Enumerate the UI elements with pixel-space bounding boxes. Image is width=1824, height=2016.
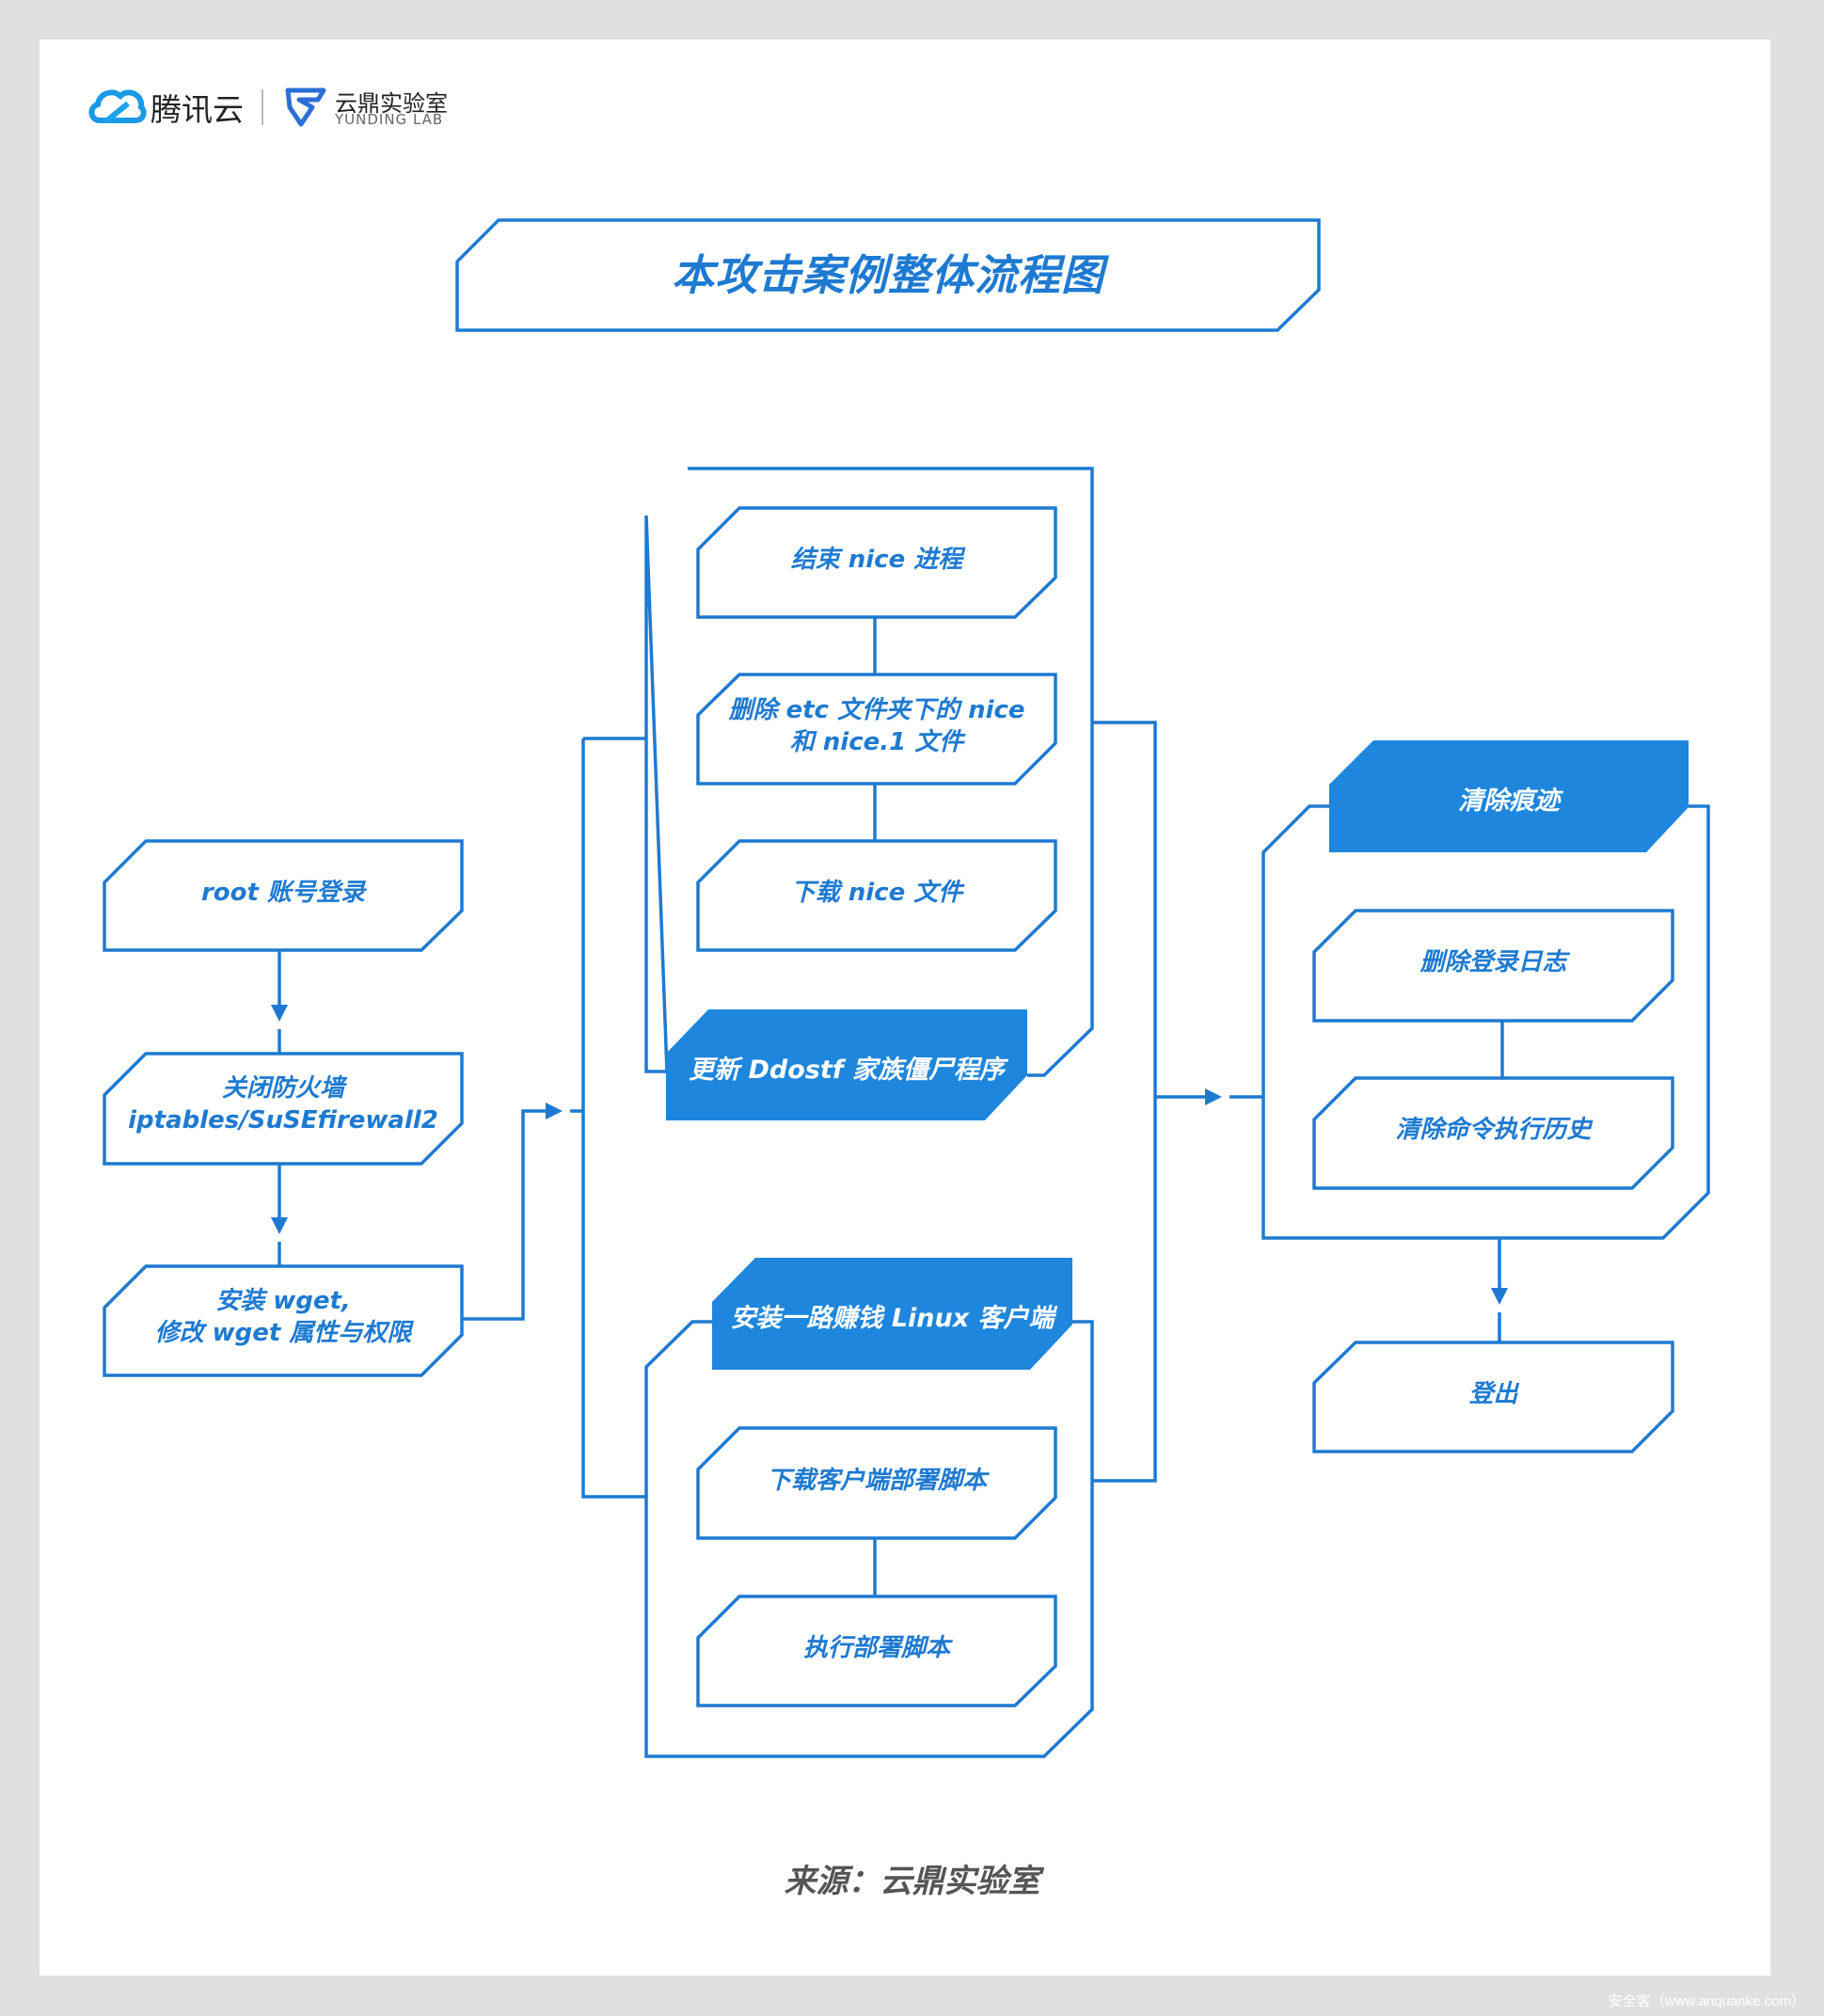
box-download-script bbox=[696, 1426, 1057, 1540]
source-caption: 来源：云鼎实验室 bbox=[784, 1863, 1040, 1900]
label-close-firewall-line2: iptables/SuSEfirewall2 bbox=[128, 1105, 438, 1135]
box-kill-nice bbox=[696, 506, 1057, 619]
box-clear-history bbox=[1312, 1076, 1674, 1190]
cloud-icon bbox=[88, 89, 147, 123]
install-group-frame bbox=[644, 1320, 1094, 1758]
diagram-card bbox=[40, 40, 1770, 1976]
arrowhead-1 bbox=[271, 1005, 288, 1022]
box-delete-logs bbox=[1312, 909, 1674, 1023]
label-install-wget: 安装 wget, 修改 wget 属性与权限 bbox=[104, 1286, 462, 1350]
tencent-cloud-name: 腾讯云 bbox=[151, 91, 244, 128]
label-delete-logs: 删除登录日志 bbox=[1420, 948, 1567, 976]
title-frame bbox=[455, 218, 1321, 332]
box-logout bbox=[1312, 1341, 1674, 1453]
label-install-wget-line2: 修改 wget 属性与权限 bbox=[154, 1318, 412, 1347]
label-close-firewall: 关闭防火墙 iptables/SuSEfirewall2 bbox=[104, 1073, 462, 1137]
arrowhead-2 bbox=[271, 1217, 288, 1234]
label-logout: 登出 bbox=[1468, 1380, 1518, 1408]
label-root-login: root 账号登录 bbox=[200, 879, 366, 907]
header-update-label: 更新 Ddostf 家族僵尸程序 bbox=[689, 1056, 1005, 1085]
diagram-title: 本攻击案例整体流程图 bbox=[671, 250, 1104, 300]
watermark: 安全客（www.anquanke.com） bbox=[1608, 1993, 1805, 2009]
arrowhead-3 bbox=[546, 1103, 563, 1119]
cleanup-group-frame bbox=[1261, 804, 1710, 1240]
box-close-firewall bbox=[103, 1052, 464, 1166]
connector-wget-to-bracket bbox=[462, 1109, 546, 1321]
logo-divider bbox=[262, 89, 263, 125]
arrowhead-4 bbox=[1205, 1088, 1222, 1105]
label-clear-history: 清除命令执行历史 bbox=[1395, 1116, 1592, 1144]
label-delete-nice-line1: 删除 etc 文件夹下的 nice bbox=[728, 696, 1025, 724]
label-install-wget-line1: 安装 wget, bbox=[215, 1287, 351, 1315]
label-close-firewall-line1: 关闭防火墙 bbox=[221, 1074, 344, 1103]
label-download-nice: 下载 nice 文件 bbox=[790, 879, 963, 907]
arrowhead-5 bbox=[1491, 1288, 1508, 1305]
yunding-name: 云鼎实验室 bbox=[335, 90, 448, 117]
header-update bbox=[666, 1009, 1027, 1120]
yunding-shield-icon bbox=[285, 87, 326, 127]
label-kill-nice: 结束 nice 进程 bbox=[790, 546, 963, 574]
box-delete-nice bbox=[696, 673, 1057, 786]
header-cleanup bbox=[1329, 740, 1689, 852]
label-download-script: 下载客户端部署脚本 bbox=[766, 1467, 987, 1495]
label-delete-nice-line2: 和 nice.1 文件 bbox=[789, 727, 964, 756]
label-delete-nice: 删除 etc 文件夹下的 nice 和 nice.1 文件 bbox=[698, 695, 1055, 759]
header-install bbox=[712, 1258, 1072, 1370]
header-install-label: 安装一路赚钱 Linux 客户端 bbox=[730, 1304, 1055, 1333]
left-bracket bbox=[570, 737, 646, 1499]
yunding-en-name: YUNDING LAB bbox=[335, 111, 444, 128]
update-group-frame bbox=[644, 467, 1094, 1077]
box-exec-script bbox=[696, 1595, 1057, 1707]
box-download-nice bbox=[696, 839, 1057, 952]
box-root-login bbox=[103, 839, 464, 952]
box-install-wget bbox=[103, 1264, 464, 1377]
right-bracket bbox=[1092, 721, 1205, 1483]
header-cleanup-label: 清除痕迹 bbox=[1458, 786, 1560, 816]
label-exec-script: 执行部署脚本 bbox=[802, 1634, 950, 1662]
